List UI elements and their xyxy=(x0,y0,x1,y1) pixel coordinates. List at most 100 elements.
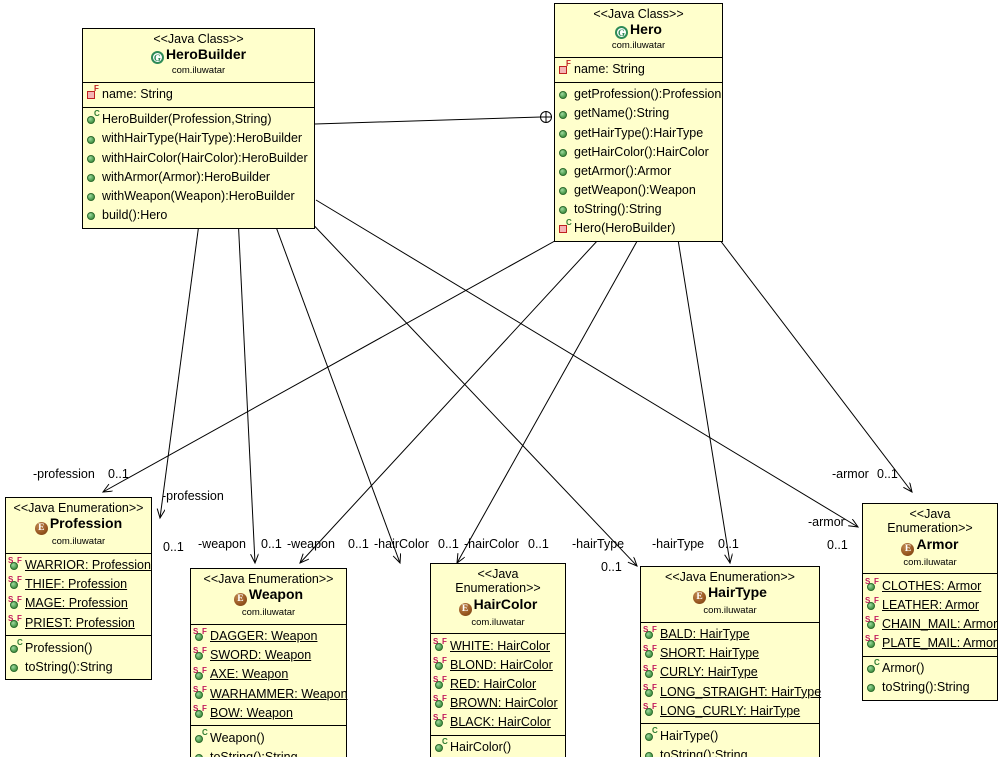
edge-label-profession-mult-2: 0..1 xyxy=(163,540,184,554)
java-enum-badge-icon: E xyxy=(233,593,247,607)
method-row[interactable]: getWeapon():Weapon xyxy=(555,180,722,199)
public-method-icon xyxy=(86,189,101,203)
java-class-badge-icon: G xyxy=(150,51,164,65)
method-row[interactable]: toString():String xyxy=(6,657,151,676)
enum-constant-label: THIEF: Profession xyxy=(25,577,128,592)
enum-constant-label: SHORT: HairType xyxy=(660,646,760,661)
method-label: toString():String xyxy=(25,659,113,674)
methods-compartment: getProfession():Profession getName():Str… xyxy=(555,81,722,241)
method-row[interactable]: withArmor(Armor):HeroBuilder xyxy=(83,167,314,186)
method-row[interactable]: getArmor():Armor xyxy=(555,161,722,180)
public-constructor-icon: C xyxy=(866,659,881,675)
method-label: Hero(HeroBuilder) xyxy=(574,221,676,236)
method-row[interactable]: withWeapon(Weapon):HeroBuilder xyxy=(83,186,314,205)
method-row[interactable]: toString():String xyxy=(863,678,997,697)
method-row[interactable]: getHairColor():HairColor xyxy=(555,142,722,161)
method-row[interactable]: toString():String xyxy=(191,747,346,757)
enum-constant-label: LONG_STRAIGHT: HairType xyxy=(660,684,822,699)
method-label: getHairType():HairType xyxy=(574,125,704,140)
method-row[interactable]: getName():String xyxy=(555,104,722,123)
method-row[interactable]: getProfession():Profession xyxy=(555,85,722,104)
edge-label-weapon-mult-2: 0..1 xyxy=(348,537,369,551)
field-label: name: String xyxy=(102,87,173,102)
edge-label-haircolor-mult-1: 0..1 xyxy=(438,537,459,551)
method-row[interactable]: toString():String xyxy=(641,745,819,757)
method-row[interactable]: build():Hero xyxy=(83,205,314,224)
public-method-icon xyxy=(558,164,573,178)
edge-label-profession-role-2: -profession xyxy=(162,489,224,503)
public-method-icon xyxy=(866,680,881,694)
method-row[interactable]: getHairType():HairType xyxy=(555,123,722,142)
enum-constant-label: CURLY: HairType xyxy=(660,665,758,680)
method-label: Weapon() xyxy=(210,730,265,745)
method-label: getName():String xyxy=(574,106,670,121)
class-stereotype: <<Java Class>> xyxy=(593,7,684,21)
edge-herobuilder-armor xyxy=(315,199,858,527)
enum-name-text: Weapon xyxy=(248,586,304,603)
method-row[interactable]: toString():String xyxy=(555,200,722,219)
public-method-icon xyxy=(86,132,101,146)
class-package: com.iluwatar xyxy=(171,65,226,77)
method-row[interactable]: withHairColor(HairColor):HeroBuilder xyxy=(83,148,314,167)
enum-constant-label: BLACK: HairColor xyxy=(450,715,551,730)
enum-stereotype: <<Java Enumeration>> xyxy=(887,507,973,536)
edge-label-weapon-role-2: -weapon xyxy=(287,537,335,551)
edge-hero-hairtype xyxy=(675,226,730,563)
method-label: toString():String xyxy=(574,202,662,217)
method-row[interactable]: withHairType(HairType):HeroBuilder xyxy=(83,129,314,148)
edge-herobuilder-haircolor xyxy=(271,215,400,563)
